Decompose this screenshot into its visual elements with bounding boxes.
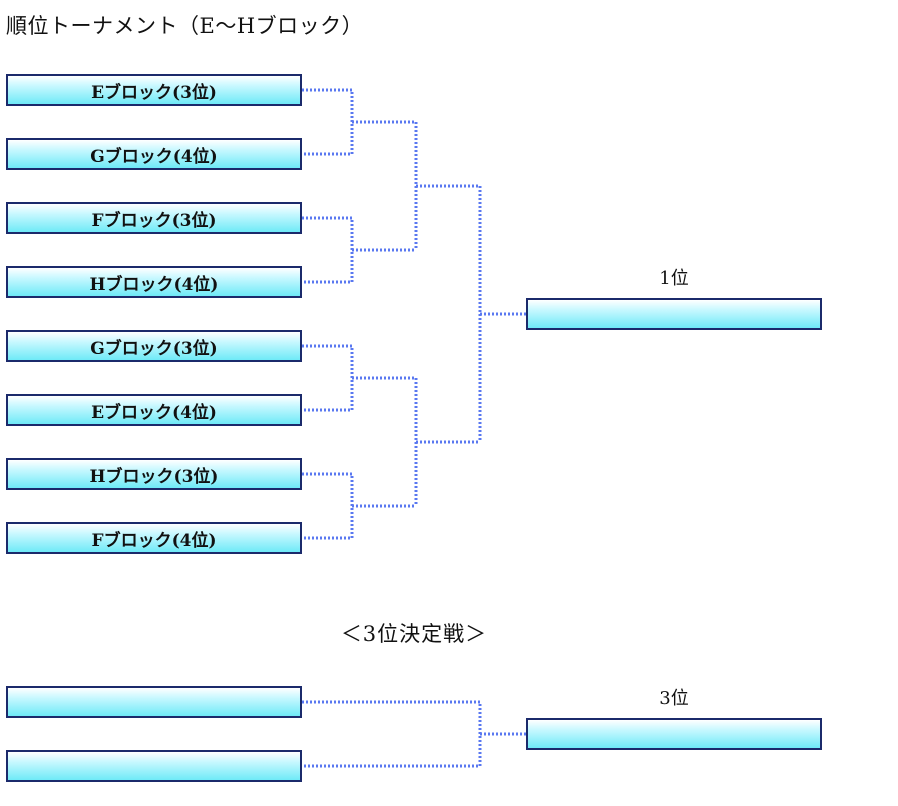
connector-match-4: [302, 472, 416, 540]
first-place-label: 1位: [659, 268, 689, 289]
slot-label: Fブロック(3位): [91, 210, 217, 231]
slot-label: Eブロック(4位): [91, 402, 217, 423]
connector-match-1: [302, 88, 416, 156]
slot-label: Gブロック(3位): [90, 338, 218, 359]
third-place-entry-1[interactable]: [6, 686, 302, 718]
connector-final: [478, 186, 526, 442]
slot-label: Gブロック(4位): [90, 146, 218, 167]
slot-label: Fブロック(4位): [91, 530, 217, 551]
third-place-entry-2[interactable]: [6, 750, 302, 782]
bracket-slot-f-block-3rd[interactable]: Fブロック(3位): [6, 202, 302, 234]
bracket-slot-e-block-4th[interactable]: Eブロック(4位): [6, 394, 302, 426]
connector-match-2: [302, 216, 416, 284]
bracket-slot-g-block-3rd[interactable]: Gブロック(3位): [6, 330, 302, 362]
slot-label: Hブロック(4位): [89, 274, 219, 295]
bracket-slot-f-block-4th[interactable]: Fブロック(4位): [6, 522, 302, 554]
third-place-title: ＜3位決定戦＞: [340, 622, 488, 646]
first-place-slot[interactable]: [526, 298, 822, 330]
third-place-result-label: 3位: [659, 688, 689, 709]
slot-label: Eブロック(3位): [91, 82, 217, 103]
bracket-slot-g-block-4th[interactable]: Gブロック(4位): [6, 138, 302, 170]
slot-label: Hブロック(3位): [89, 466, 219, 487]
bracket-slot-h-block-3rd[interactable]: Hブロック(3位): [6, 458, 302, 490]
connector-third-place: [302, 700, 526, 768]
third-place-result-slot[interactable]: [526, 718, 822, 750]
bracket-slot-e-block-3rd[interactable]: Eブロック(3位): [6, 74, 302, 106]
bracket-slot-h-block-4th[interactable]: Hブロック(4位): [6, 266, 302, 298]
page-title: 順位トーナメント（E〜Hブロック）: [6, 14, 364, 38]
connector-match-3: [302, 344, 416, 412]
connector-semifinal-2: [414, 378, 480, 506]
connector-semifinal-1: [414, 122, 480, 250]
